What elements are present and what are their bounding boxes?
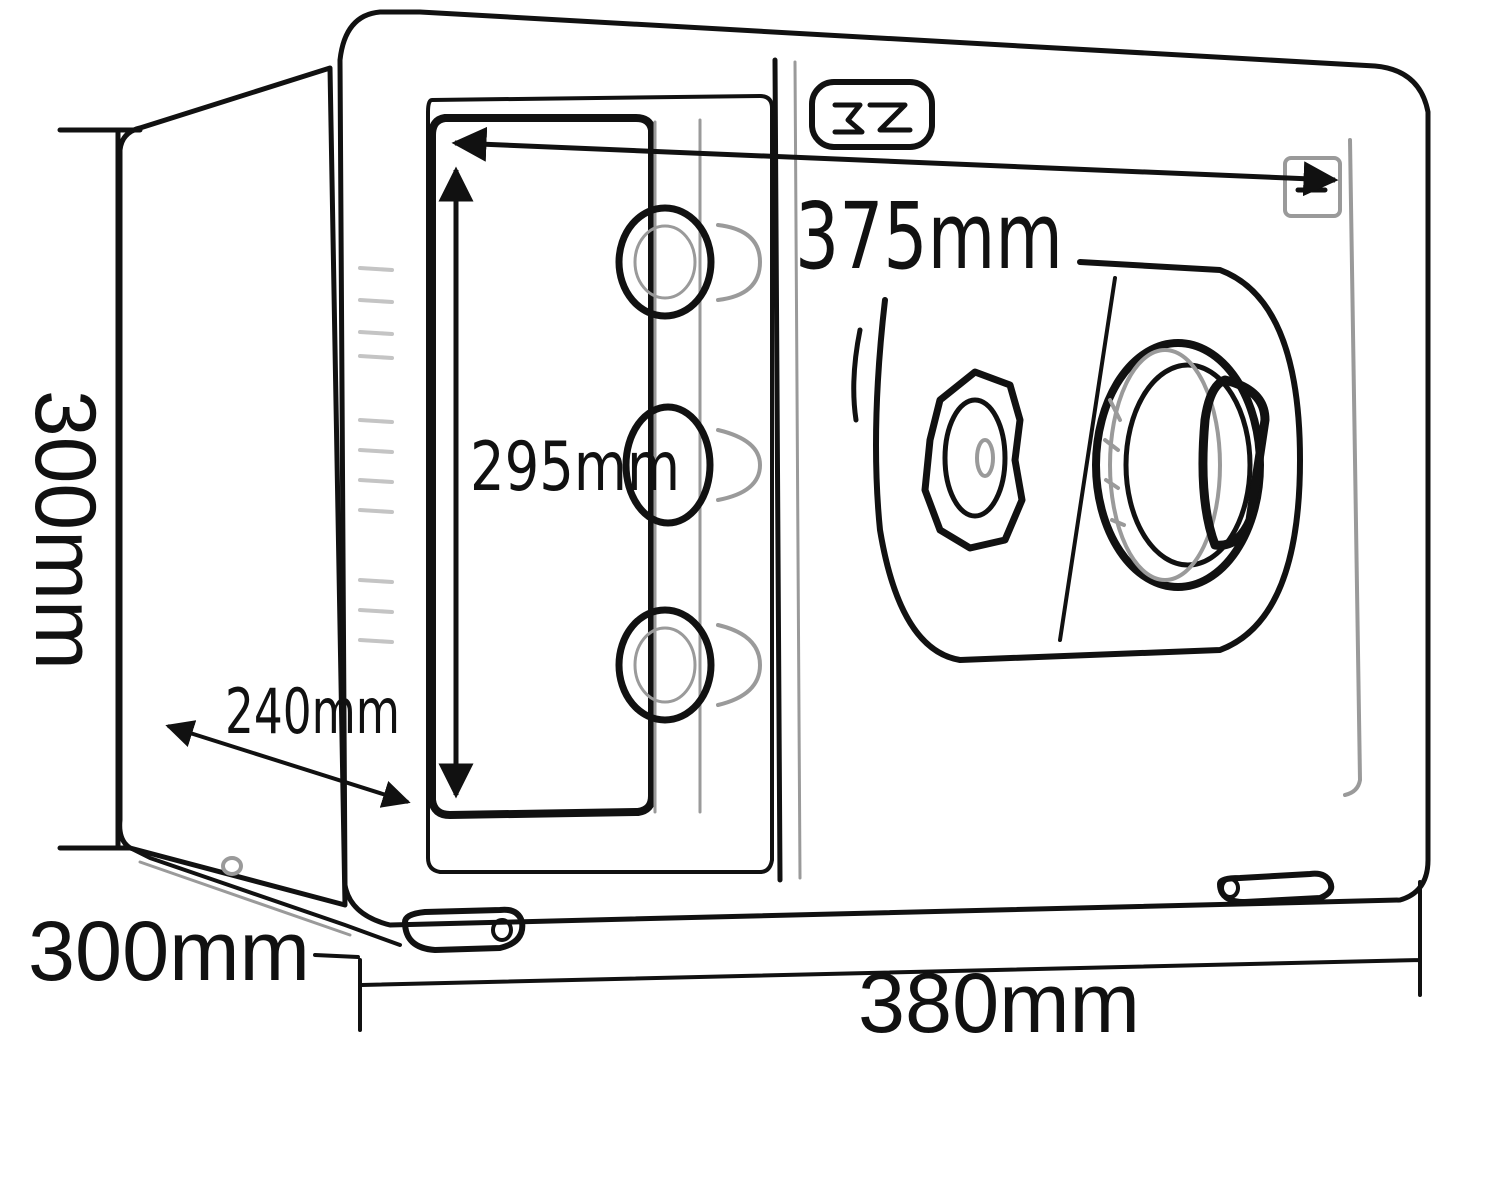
inner-height-label: 295mm xyxy=(470,428,680,507)
inner-width-label: 375mm xyxy=(795,183,1063,290)
outer-depth-label: 300mm xyxy=(28,904,310,998)
bolt-top xyxy=(615,204,715,320)
safe-bottom-edge-inner xyxy=(138,860,352,937)
safe-bottom-edge xyxy=(128,846,402,947)
outer-height-bracket xyxy=(57,127,143,851)
outer-height-label: 300mm xyxy=(17,390,113,670)
door-divider-inner xyxy=(793,60,802,880)
door-frame-outer xyxy=(426,94,774,874)
inner-width-arrow xyxy=(451,126,1339,197)
door-panel xyxy=(428,114,656,819)
right-panel-outline xyxy=(1343,138,1362,797)
combination-dial xyxy=(1092,339,1270,591)
foot-front-left xyxy=(402,906,526,953)
door-divider xyxy=(772,57,783,883)
safe-front-face xyxy=(337,9,1431,928)
bolt-middle xyxy=(622,403,714,527)
outer-depth-leader xyxy=(313,953,360,959)
dimension-lines xyxy=(57,126,1422,1032)
inner-depth-label: 240mm xyxy=(225,675,400,748)
lock-panel-split xyxy=(1058,276,1117,642)
dimension-labels: 375mm 295mm 240mm 300mm 300mm 380mm xyxy=(17,183,1140,1050)
outer-width-label: 380mm xyxy=(858,956,1140,1050)
bolt-bottom xyxy=(615,606,715,724)
safe-feet xyxy=(221,856,1335,953)
safe-door xyxy=(221,57,1362,953)
door-bolts xyxy=(615,204,762,724)
side-slot-group xyxy=(358,266,394,644)
door-latch xyxy=(1283,156,1342,218)
door-handle-plate xyxy=(809,79,935,150)
lock-panel xyxy=(873,259,1303,663)
safe-left-side-panel xyxy=(117,65,348,908)
inner-depth-arrow xyxy=(165,720,411,808)
outer-width-bracket xyxy=(358,880,1422,1032)
key-lock xyxy=(921,368,1026,552)
